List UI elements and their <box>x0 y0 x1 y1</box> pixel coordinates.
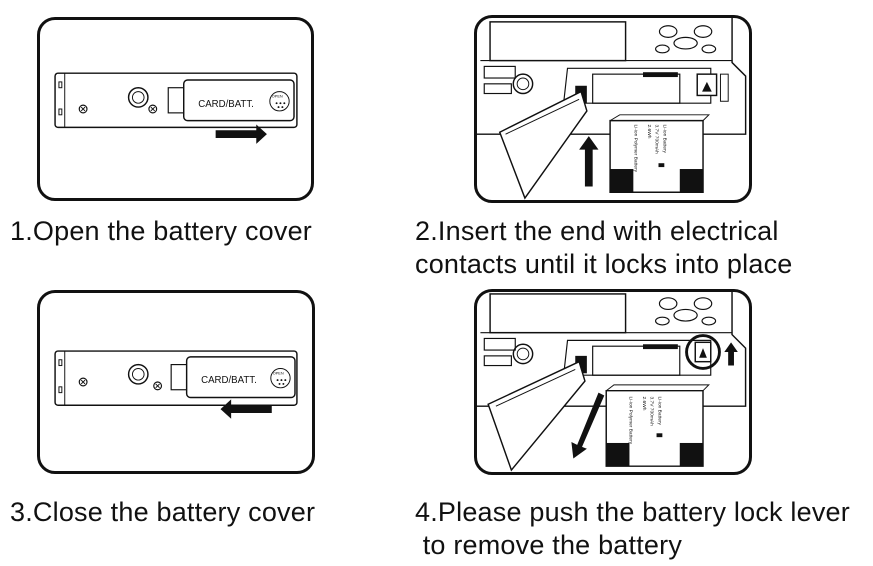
step2-caption-line-2: contacts until it locks into place <box>415 249 793 279</box>
card-batt-label: CARD/BATT. <box>198 99 254 110</box>
arrow-left-icon <box>220 399 272 419</box>
battery-label-line-2: 3.7V 700mAh <box>649 397 655 427</box>
step2-illustration: Li-ion Battery 3.7V 700mAh 2.6Wh Li-ion … <box>474 15 752 203</box>
open-label: OPEN <box>272 94 283 98</box>
step1-caption: 1.Open the battery cover <box>10 216 312 246</box>
battery-label-line-2: 3.7V 700mAh <box>654 124 660 154</box>
camera-bottom-view-open: CARD/BATT. OPEN <box>54 72 298 144</box>
step4-illustration: Li-ion Battery 3.7V 700mAh 2.6Wh Li-ion … <box>474 289 752 475</box>
battery-label-line-4: Li-ion Polymer Battery <box>627 397 633 445</box>
arrow-up-icon <box>579 136 599 187</box>
step2-caption-line-1: 2.Insert the end with electrical <box>415 216 779 246</box>
battery-label-line-1: Li-ion Battery <box>656 397 662 426</box>
arrow-right-icon <box>215 124 267 144</box>
battery-label-line-3: 2.6Wh <box>641 397 647 411</box>
camera-battery-remove: Li-ion Battery 3.7V 700mAh 2.6Wh Li-ion … <box>477 292 747 472</box>
open-label: OPEN <box>273 371 284 375</box>
battery-label-line-1: Li-ion Battery <box>661 124 667 153</box>
step3-caption: 3.Close the battery cover <box>10 497 316 527</box>
step3-illustration: CARD/BATT. OPEN <box>37 290 315 474</box>
step1-illustration: CARD/BATT. OPEN <box>37 17 314 201</box>
lock-lever-highlight <box>685 334 721 370</box>
arrow-up-small-icon <box>724 342 738 366</box>
camera-bottom-view-close: CARD/BATT. OPEN <box>54 350 298 419</box>
step4-caption-line-2: to remove the battery <box>415 530 683 560</box>
camera-battery-insert: Li-ion Battery 3.7V 700mAh 2.6Wh Li-ion … <box>477 18 747 200</box>
battery-label-line-3: 2.6Wh <box>646 124 652 138</box>
step4-caption-line-1: 4.Please push the battery lock lever <box>415 497 850 527</box>
arrow-down-left-icon <box>571 392 605 459</box>
card-batt-label: CARD/BATT. <box>201 375 257 386</box>
battery-label-line-4: Li-ion Polymer Battery <box>632 124 638 172</box>
